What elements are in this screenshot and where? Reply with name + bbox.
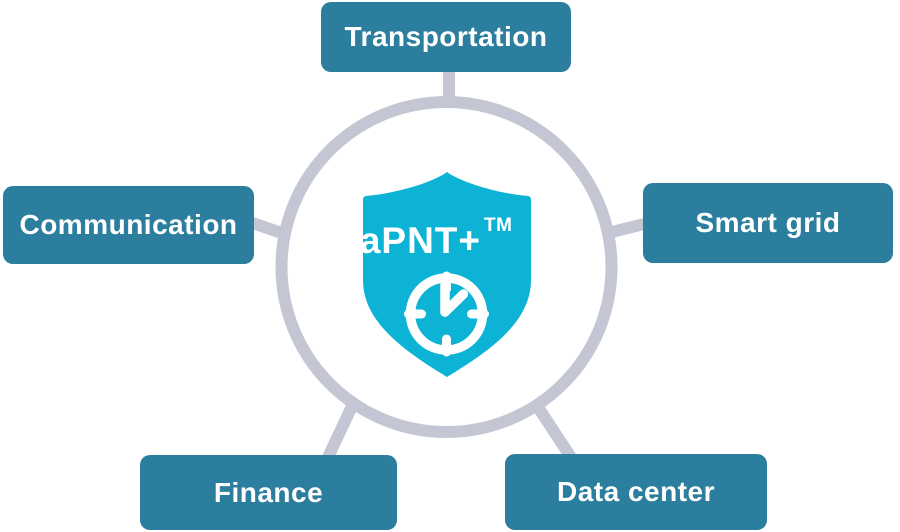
hub-label: aPNT+ [360,220,481,261]
node-smart-grid: Smart grid [643,183,893,263]
node-communication: Communication [3,186,254,264]
node-finance: Finance [140,455,397,530]
clock-icon [404,271,489,357]
node-transportation-label: Transportation [344,21,548,52]
node-data-center: Data center [505,454,767,530]
node-transportation: Transportation [321,2,571,72]
node-communication-label: Communication [19,209,238,240]
node-smart-grid-label: Smart grid [695,207,841,238]
clock-hour-hand [440,289,469,317]
node-finance-label: Finance [213,476,324,508]
node-data-center-label: Data center [556,476,715,507]
hub-trademark: TM [484,215,512,236]
